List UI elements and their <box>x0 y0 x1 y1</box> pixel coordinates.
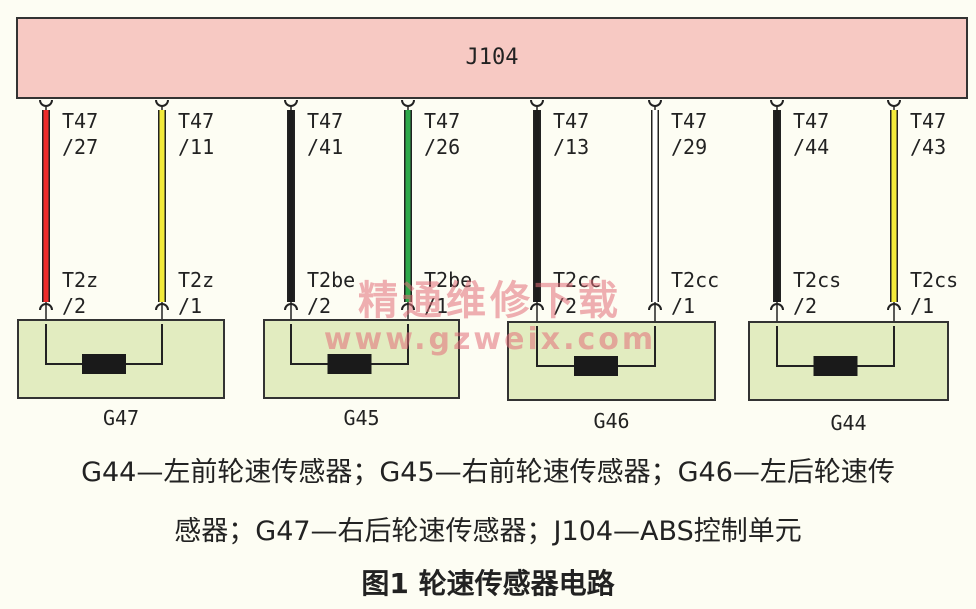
pin-label-bottom: T2cc <box>553 268 601 292</box>
connector-pin-bottom <box>648 303 662 311</box>
pin-label-top: T47 <box>910 109 946 133</box>
pin-label-top: T47 <box>62 109 98 133</box>
sensor-element <box>813 356 858 376</box>
pin-label-top: T47 <box>424 109 460 133</box>
ecu-box <box>16 17 968 99</box>
pin-label-bottom-number: /2 <box>793 294 817 318</box>
pin-label-bottom-number: /2 <box>553 294 577 318</box>
pin-label-bottom-number: /1 <box>178 294 202 318</box>
ecu-label: J104 <box>466 45 519 70</box>
pin-label-bottom-number: /2 <box>307 294 331 318</box>
pin-label-top: T47 <box>178 109 214 133</box>
sensor-element <box>327 354 372 374</box>
sensor-box <box>748 321 949 401</box>
connector-pin-top <box>648 99 662 107</box>
connector-pin-bottom <box>284 303 298 311</box>
pin-label-bottom: T2cs <box>793 268 841 292</box>
caption-line-2: 感器；G47—右后轮速传感器；J104—ABS控制单元 <box>174 516 802 547</box>
caption-line-1: G44—左前轮速传感器；G45—右前轮速传感器；G46—左后轮速传 <box>81 457 895 488</box>
pin-label-bottom: T2z <box>178 268 214 292</box>
pin-label-bottom: T2be <box>307 268 355 292</box>
sensor-label: G45 <box>343 406 379 430</box>
pin-label-top-number: /41 <box>307 135 343 159</box>
pin-label-top: T47 <box>671 109 707 133</box>
pin-label-top-number: /43 <box>910 135 946 159</box>
connector-pin-top <box>887 99 901 107</box>
pin-label-bottom: T2be <box>424 268 472 292</box>
pin-label-bottom: T2cc <box>671 268 719 292</box>
pin-label-top-number: /44 <box>793 135 829 159</box>
pin-label-top-number: /26 <box>424 135 460 159</box>
connector-pin-top <box>770 99 784 107</box>
pin-label-top: T47 <box>793 109 829 133</box>
pin-label-top: T47 <box>307 109 343 133</box>
pin-label-top-number: /29 <box>671 135 707 159</box>
sensor-label: G47 <box>103 406 139 430</box>
connector-pin-bottom <box>530 303 544 311</box>
pin-label-bottom-number: /2 <box>62 294 86 318</box>
connector-pin-bottom <box>39 303 53 311</box>
connector-pin-bottom <box>401 303 415 311</box>
pin-label-bottom: T2z <box>62 268 98 292</box>
sensor-label: G46 <box>593 409 629 433</box>
connector-pin-top <box>401 99 415 107</box>
connector-pin-top <box>155 99 169 107</box>
pin-label-bottom-number: /1 <box>424 294 448 318</box>
connector-pin-bottom <box>887 303 901 311</box>
pin-label-bottom-number: /1 <box>671 294 695 318</box>
sensor-label: G44 <box>830 411 866 435</box>
pin-label-bottom-number: /1 <box>910 294 934 318</box>
connector-pin-bottom <box>155 303 169 311</box>
sensor-element <box>574 356 618 376</box>
connector-pin-top <box>530 99 544 107</box>
connector-pin-top <box>284 99 298 107</box>
sensor-element <box>82 354 126 374</box>
connector-pin-top <box>39 99 53 107</box>
pin-label-top: T47 <box>553 109 589 133</box>
figure-title: 图1 轮速传感器电路 <box>361 567 615 600</box>
pin-label-bottom: T2cs <box>910 268 958 292</box>
pin-label-top-number: /27 <box>62 135 98 159</box>
pin-label-top-number: /11 <box>178 135 214 159</box>
connector-pin-bottom <box>770 303 784 311</box>
pin-label-top-number: /13 <box>553 135 589 159</box>
